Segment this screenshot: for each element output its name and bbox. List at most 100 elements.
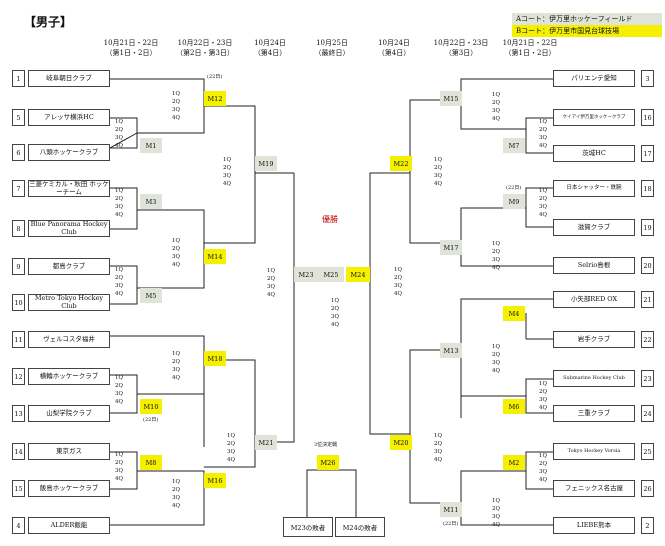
quarter-label: 2Q [171,359,180,365]
team-seed: 14 [12,443,25,460]
team-name: 都島クラブ [28,258,110,275]
quarter-label: 3Q [538,469,547,475]
team-name: ヴェルコスタ福井 [28,331,110,348]
quarter-label: 3Q [491,108,500,114]
team-name: 東京ガス [28,443,110,460]
team-seed: 19 [641,219,654,236]
team-seed: 5 [12,109,25,126]
quarter-label: 1Q [171,91,180,97]
quarter-label: 4Q [433,181,442,187]
quarter-label: 1Q [171,238,180,244]
quarter-label: 2Q [114,275,123,281]
quarter-label: 4Q [114,399,123,405]
team-seed: 16 [641,109,654,126]
quarter-label: 4Q [538,212,547,218]
quarter-label: 2Q [114,127,123,133]
legend-court-b: Bコート：伊万里市国見台球技場 [512,25,662,37]
quarter-label: 3Q [538,204,547,210]
quarter-label: 1Q [538,119,547,125]
team-seed: 18 [641,180,654,197]
quarter-label: 3Q [114,468,123,474]
champion-label: 優勝 [322,215,338,224]
round-header: 10月21日・22日（第1日・2日） [103,39,159,57]
third-place-label: 3位決定戦 [314,442,338,448]
match-label: M15 [440,91,462,106]
match-label: M25 [318,267,344,282]
team-name: 三菱ケミカル・秋田 ホッケーチーム [28,180,110,197]
match-label: M19 [255,156,277,171]
quarter-label: 4Q [491,265,500,271]
match-label: M8 [140,455,162,470]
match-label: M23 [294,267,318,282]
date-note: (22日) [143,417,159,423]
team-name: 岩手クラブ [553,331,635,348]
quarter-label: 4Q [171,503,180,509]
match-label: M17 [440,240,462,255]
quarter-label: 2Q [330,306,339,312]
quarter-label: 1Q [491,498,500,504]
quarter-label: 1Q [114,452,123,458]
quarter-label: 4Q [171,115,180,121]
team-seed: 25 [641,443,654,460]
quarter-label: 1Q [538,188,547,194]
quarter-label: 2Q [171,246,180,252]
quarter-label: 4Q [222,181,231,187]
quarter-label: 1Q [491,344,500,350]
quarter-label: 4Q [491,522,500,528]
quarter-label: 2Q [433,441,442,447]
quarter-label: 2Q [538,461,547,467]
quarter-label: 1Q [171,351,180,357]
quarter-label: 1Q [491,241,500,247]
quarter-label: 1Q [393,267,402,273]
quarter-label: 3Q [222,173,231,179]
quarter-label: 1Q [114,188,123,194]
quarter-label: 4Q [114,143,123,149]
team-seed: 6 [12,144,25,161]
quarter-label: 2Q [491,249,500,255]
round-header: 10月24日（第4日） [253,39,287,57]
match-label: M22 [390,156,412,171]
quarter-label: 4Q [114,476,123,482]
quarter-label: 3Q [171,495,180,501]
quarter-label: 3Q [491,257,500,263]
quarter-label: 4Q [491,116,500,122]
team-name: Blue Panorama Hockey Club [28,220,110,237]
team-name: 飯島ホッケークラブ [28,480,110,497]
team-name: フェニックス名古屋 [553,480,635,497]
team-seed: 9 [12,258,25,275]
match-label: M7 [503,138,525,153]
team-seed: 1 [12,70,25,87]
team-seed: 20 [641,257,654,274]
date-note: (22日) [207,74,223,80]
team-seed: 21 [641,291,654,308]
team-name: 三重クラブ [553,405,635,422]
quarter-label: 3Q [114,204,123,210]
quarter-label: 2Q [538,127,547,133]
team-seed: 2 [641,517,654,534]
team-seed: 22 [641,331,654,348]
quarter-label: 1Q [222,157,231,163]
quarter-label: 1Q [114,119,123,125]
loser-m23-box: M23の敗者 [283,517,333,537]
quarter-label: 1Q [114,267,123,273]
match-label: M20 [390,435,412,450]
quarter-label: 2Q [226,441,235,447]
match-label: M5 [140,288,162,303]
quarter-label: 3Q [226,449,235,455]
team-name: アレッサ横浜HC [28,109,110,126]
team-seed: 23 [641,370,654,387]
team-name: 滋賀クラブ [553,219,635,236]
match-label: M6 [503,399,525,414]
quarter-label: 3Q [330,314,339,320]
quarter-label: 2Q [266,276,275,282]
match-label: M16 [204,473,226,488]
team-name: 茨城HC [553,145,635,162]
quarter-label: 3Q [491,360,500,366]
quarter-label: 3Q [171,367,180,373]
quarter-label: 1Q [114,375,123,381]
quarter-label: 1Q [538,453,547,459]
match-label: M18 [204,351,226,366]
team-name: LIEBE熊本 [553,517,635,534]
match-label: M1 [140,138,162,153]
